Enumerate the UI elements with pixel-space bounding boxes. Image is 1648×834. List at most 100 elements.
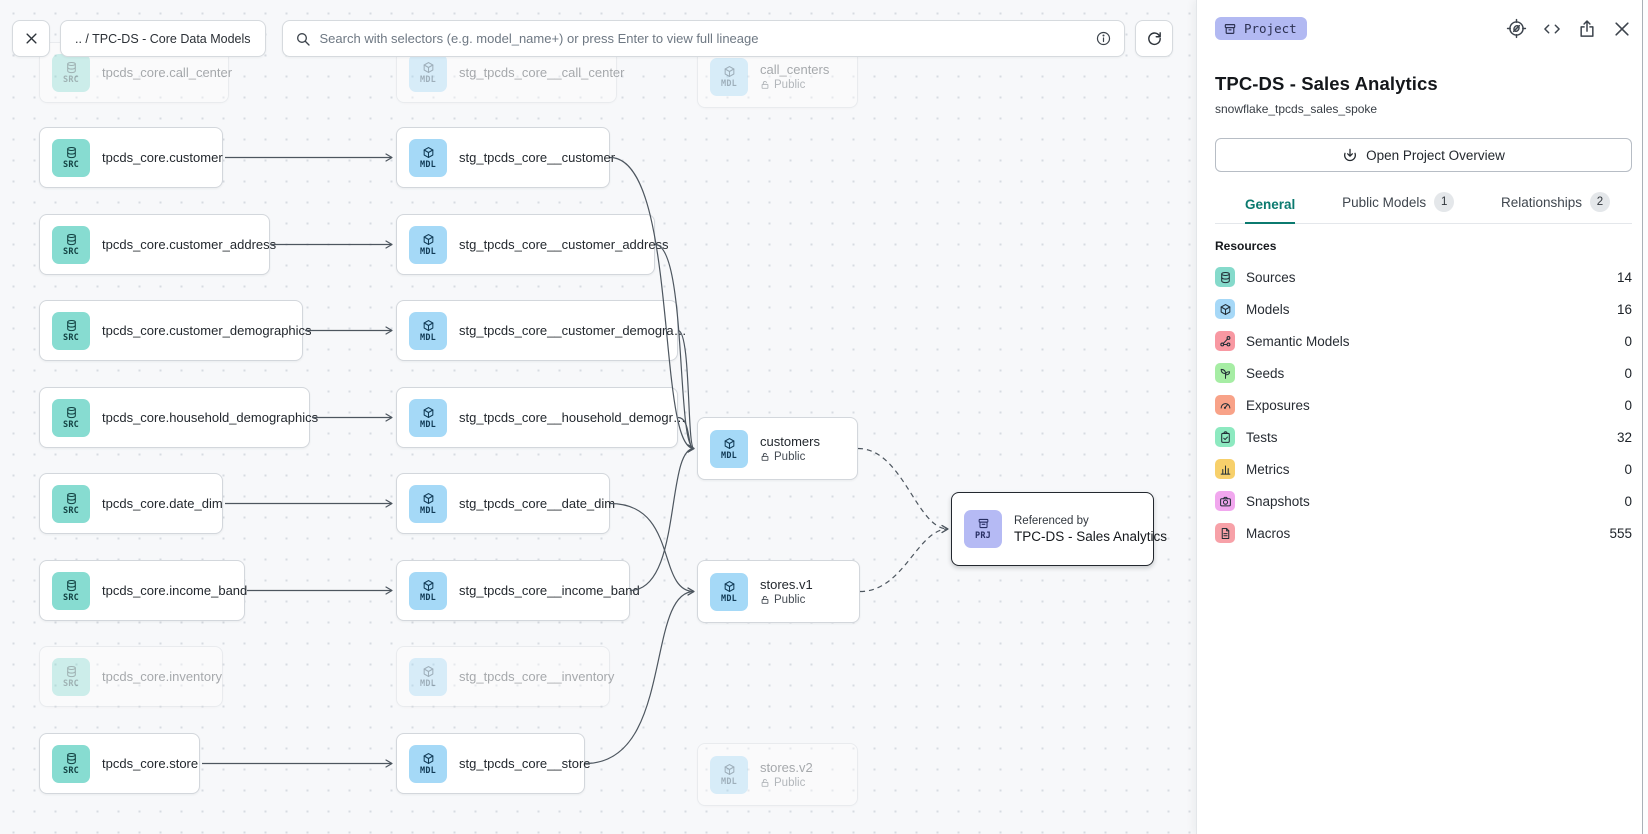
resource-count: 32 bbox=[1616, 429, 1632, 445]
close-panel-button[interactable] bbox=[1612, 19, 1632, 39]
cube-icon bbox=[724, 437, 734, 449]
node-label: tpcds_core.store bbox=[102, 756, 199, 771]
cube-icon bbox=[423, 406, 433, 418]
node-label: tpcds_core.household_demographics bbox=[102, 410, 319, 425]
open-project-overview-label: Open Project Overview bbox=[1366, 147, 1505, 163]
resource-count: 14 bbox=[1616, 269, 1632, 285]
refresh-lineage-button[interactable] bbox=[1135, 20, 1173, 57]
mdl-node-badge: MDL bbox=[409, 225, 447, 264]
search-bar bbox=[281, 20, 1125, 57]
resource-count: 0 bbox=[1624, 493, 1632, 509]
node-label: tpcds_core.income_band bbox=[102, 583, 248, 598]
node-label: TPC-DS - Sales Analytics bbox=[1014, 528, 1168, 544]
tab-label: General bbox=[1245, 197, 1296, 212]
cube-icon bbox=[423, 61, 433, 73]
close-lineage-button[interactable] bbox=[12, 20, 50, 57]
database-icon bbox=[66, 146, 76, 158]
node-label: stg_tpcds_core__customer bbox=[459, 150, 616, 165]
cube-icon bbox=[724, 763, 734, 775]
seedling-icon bbox=[1220, 368, 1230, 379]
node-label: stg_tpcds_core__call_center bbox=[459, 65, 625, 80]
node-label: call_centers bbox=[760, 62, 830, 77]
network-icon bbox=[1219, 335, 1230, 346]
mdl-node-badge: MDL bbox=[409, 484, 447, 523]
camera-icon bbox=[1215, 491, 1235, 511]
tab-count-badge: 2 bbox=[1590, 192, 1610, 212]
tab-general[interactable]: General bbox=[1245, 197, 1296, 224]
gauge-icon bbox=[1220, 402, 1230, 409]
view-code-button[interactable] bbox=[1542, 19, 1562, 39]
resource-count: 16 bbox=[1616, 301, 1632, 317]
src-node-badge: SRC bbox=[52, 657, 90, 696]
mdl-node-badge: MDL bbox=[409, 657, 447, 696]
node-label: stg_tpcds_core__store bbox=[459, 756, 591, 771]
search-input[interactable] bbox=[319, 31, 1086, 46]
panel-scrollbar[interactable] bbox=[1642, 0, 1648, 834]
cube-icon bbox=[724, 65, 734, 77]
resource-count: 0 bbox=[1624, 397, 1632, 413]
project-details-panel: Project TPC-DS - Sales Analytics snowfla… bbox=[1196, 0, 1648, 834]
lineage-node-src-customer-demographics[interactable]: SRC tpcds_core.customer_demographics bbox=[39, 300, 312, 361]
edge-stg-income-band-to-customers bbox=[629, 444, 695, 592]
node-access-badge: Public bbox=[760, 451, 820, 463]
open-project-overview-button[interactable]: Open Project Overview bbox=[1215, 138, 1632, 172]
resource-label: Macros bbox=[1246, 525, 1291, 541]
unlock-icon bbox=[761, 596, 769, 604]
cube-icon bbox=[1215, 299, 1235, 319]
src-node-badge: SRC bbox=[52, 484, 90, 523]
lineage-canvas[interactable]: .. / TPC-DS - Core Data Models SRCtpcds_… bbox=[0, 0, 1196, 834]
node-label: stg_tpcds_core__household_demogr… bbox=[459, 410, 686, 425]
share-button[interactable] bbox=[1577, 19, 1597, 39]
share-icon bbox=[1580, 19, 1594, 37]
info-icon[interactable] bbox=[1095, 30, 1112, 47]
breadcrumb-label: .. / TPC-DS - Core Data Models bbox=[75, 31, 251, 46]
close-icon bbox=[1615, 21, 1629, 36]
search-icon bbox=[296, 32, 310, 46]
node-label: tpcds_core.customer_demographics bbox=[102, 323, 312, 338]
network-icon bbox=[1215, 331, 1235, 351]
clipboard-check-icon bbox=[1220, 430, 1230, 443]
tab-relationships[interactable]: Relationships 2 bbox=[1501, 192, 1610, 224]
explore-lineage-button[interactable] bbox=[1506, 18, 1527, 39]
resource-label: Semantic Models bbox=[1246, 333, 1350, 349]
database-icon bbox=[1220, 271, 1230, 283]
mdl-node-badge: MDL bbox=[409, 571, 447, 610]
resource-count: 0 bbox=[1624, 365, 1632, 381]
mdl-node-badge: MDL bbox=[409, 53, 447, 92]
cube-icon bbox=[724, 580, 734, 592]
prj-node-badge: PRJ bbox=[964, 510, 1002, 548]
resource-row-snapshots: Snapshots 0 bbox=[1215, 485, 1632, 517]
breadcrumb[interactable]: .. / TPC-DS - Core Data Models bbox=[60, 20, 266, 57]
resource-count: 555 bbox=[1609, 525, 1632, 541]
tab-label: Relationships bbox=[1500, 194, 1582, 210]
database-icon bbox=[66, 406, 76, 418]
node-label: tpcds_core.customer bbox=[102, 150, 223, 165]
resource-row-macros: Macros 555 bbox=[1215, 517, 1632, 549]
src-node-badge: SRC bbox=[52, 311, 90, 350]
database-icon bbox=[66, 233, 76, 245]
resource-label: Snapshots bbox=[1246, 493, 1310, 509]
